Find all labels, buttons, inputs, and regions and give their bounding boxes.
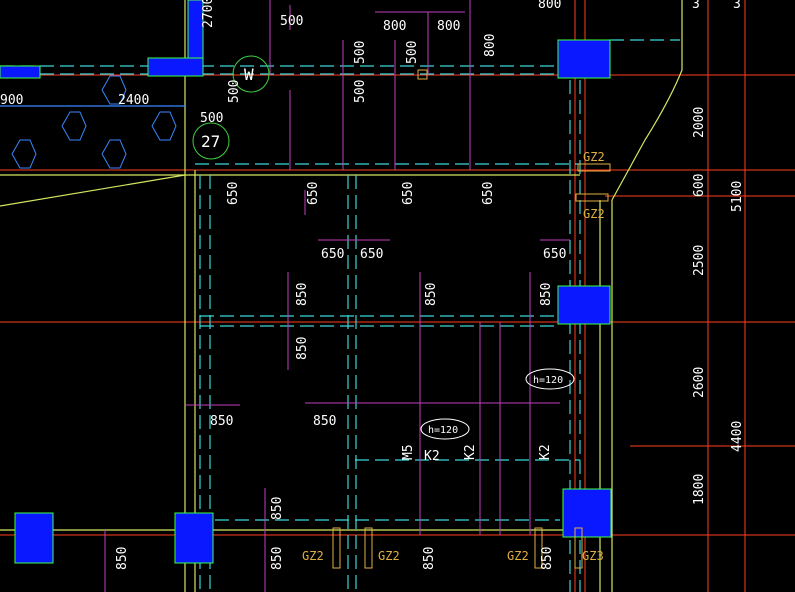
dim-2500: 2500 <box>692 245 707 276</box>
label-gz2-b2: GZ2 <box>378 549 400 563</box>
dim-650-h1: 650 <box>321 247 344 262</box>
dim-850-b4: 850 <box>540 547 555 570</box>
label-gz2-b1: GZ2 <box>302 549 324 563</box>
dim-850-v2: 850 <box>424 283 439 306</box>
dim-850-v1: 850 <box>295 283 310 306</box>
dim-650-h3: 650 <box>543 247 566 262</box>
dim-800-c: 800 <box>538 0 561 12</box>
label-m5: M5 <box>401 444 416 460</box>
dim-2400: 2400 <box>118 93 149 108</box>
axis-circles <box>192 55 270 160</box>
dim-5100: 5100 <box>730 181 745 212</box>
dim-top-3a: 3 <box>692 0 700 12</box>
hatch-area <box>11 75 177 169</box>
dim-850-b2: 850 <box>270 547 285 570</box>
column-mid-right[interactable] <box>557 285 611 325</box>
dim-1800: 1800 <box>692 474 707 505</box>
column-top-left[interactable] <box>0 65 41 79</box>
dim-800-b: 800 <box>437 19 460 34</box>
label-gz3-b: GZ3 <box>582 549 604 563</box>
column-bottom-mid[interactable] <box>174 512 214 564</box>
dim-850-v3: 850 <box>539 283 554 306</box>
axis-circle-27 <box>192 122 230 160</box>
label-gz2-b3: GZ2 <box>507 549 529 563</box>
dim-2600: 2600 <box>692 367 707 398</box>
dim-500-c: 500 <box>353 80 368 103</box>
dim-650-d: 650 <box>481 182 496 205</box>
circle-label-w: W <box>244 65 254 84</box>
dim-850-b3: 850 <box>422 547 437 570</box>
label-gz2-mid: GZ2 <box>583 207 605 221</box>
dim-500-a: 500 <box>353 41 368 64</box>
dimension-lines <box>104 0 570 592</box>
dim-850-h1: 850 <box>210 414 233 429</box>
slab-ovals <box>420 368 575 440</box>
column-top-right[interactable] <box>557 39 611 79</box>
dim-650-a: 650 <box>226 182 241 205</box>
dim-650-c: 650 <box>401 182 416 205</box>
dim-500-top: 500 <box>280 14 303 29</box>
column-bottom-left[interactable] <box>14 512 54 564</box>
dim-850-h2: 850 <box>313 414 336 429</box>
dim-900: 900 <box>0 93 23 108</box>
dim-top-3b: 3 <box>733 0 741 12</box>
column-top-shaft-base[interactable] <box>147 57 204 77</box>
dim-850-v5: 850 <box>270 497 285 520</box>
dim-800-v: 800 <box>483 34 498 57</box>
dim-4400: 4400 <box>730 421 745 452</box>
label-gz2-top: GZ2 <box>583 150 605 164</box>
axis-circle-w <box>232 55 270 93</box>
label-h120-b: h=120 <box>428 425 458 436</box>
dim-650-h2: 650 <box>360 247 383 262</box>
gz-marks <box>332 69 611 569</box>
dim-650-b: 650 <box>306 182 321 205</box>
dim-850-b1: 850 <box>115 547 130 570</box>
dim-500-d: 500 <box>227 80 242 103</box>
dim-850-v4: 850 <box>295 337 310 360</box>
dim-800-a: 800 <box>383 19 406 34</box>
dim-2000: 2000 <box>692 107 707 138</box>
column-low-right[interactable] <box>562 488 612 538</box>
dim-2700: 2700 <box>201 0 216 28</box>
label-h120-a: h=120 <box>533 375 563 386</box>
dim-500-b: 500 <box>405 41 420 64</box>
dim-500-e: 500 <box>200 111 223 126</box>
circle-label-27: 27 <box>201 132 220 151</box>
label-k2-c: K2 <box>538 444 553 460</box>
label-k2-a: K2 <box>424 449 440 464</box>
dim-600: 600 <box>692 174 707 197</box>
columns <box>0 0 612 564</box>
label-k2-b: K2 <box>463 444 478 460</box>
wall-lines <box>0 0 683 592</box>
